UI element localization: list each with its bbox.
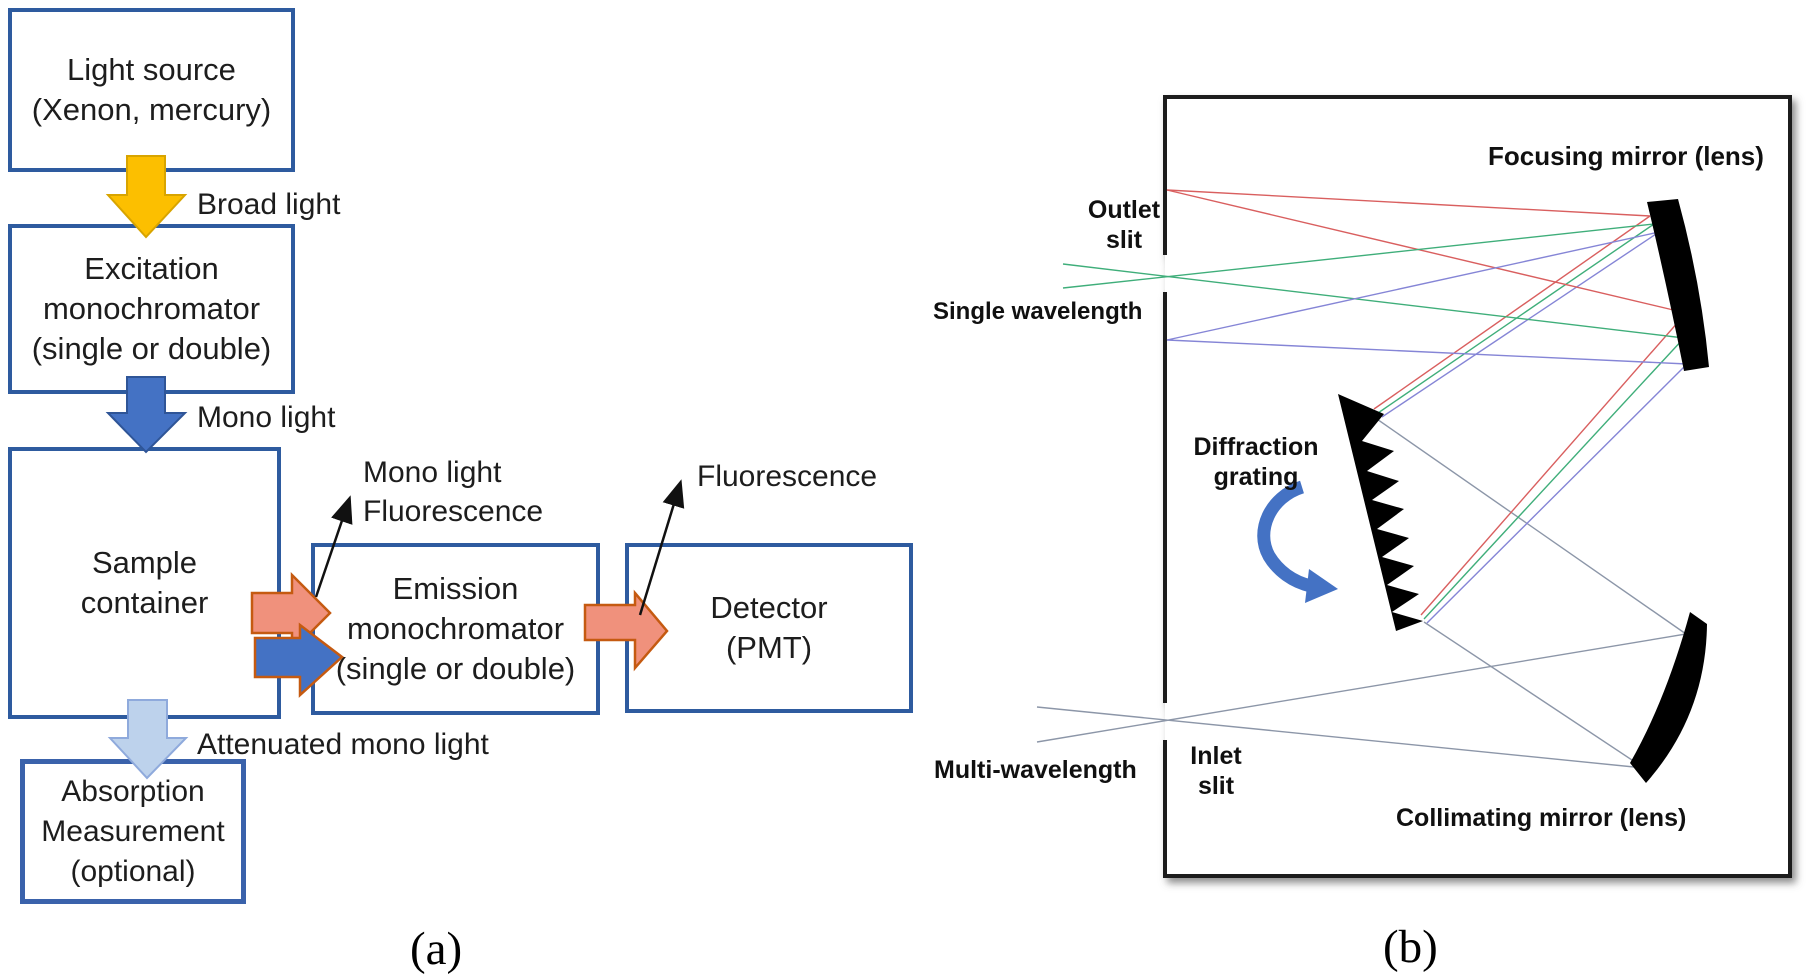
collimating-mirror-label: Collimating mirror (lens) xyxy=(1396,804,1687,832)
single-wavelength-label: Single wavelength xyxy=(933,298,1143,325)
collimated-ray-lower xyxy=(1423,621,1645,769)
absorption-measurement-box: Absorption Measurement (optional) xyxy=(20,759,246,904)
collimated-ray-upper xyxy=(1373,416,1687,635)
absorption-measurement-label: Absorption Measurement (optional) xyxy=(41,774,225,888)
diffracted-green-lower xyxy=(1423,337,1685,620)
diffracted-blue-lower xyxy=(1426,363,1688,624)
panel-b-caption: (b) xyxy=(1383,921,1438,973)
diffracted-green-upper xyxy=(1377,223,1655,414)
excitation-monochromator-box: Excitation monochromator (single or doub… xyxy=(8,224,295,394)
mono-light-label: Mono light xyxy=(197,401,336,434)
rotation-arrow-head xyxy=(1305,569,1338,603)
diffraction-grating-shape xyxy=(1338,394,1423,631)
mono-light-fluorescence-label: Mono light Fluorescence xyxy=(363,456,544,528)
diffracted-rays xyxy=(1373,215,1688,624)
inlet-ray-lower xyxy=(1036,633,1687,743)
focused-red-1 xyxy=(1166,189,1651,217)
light-source-label: Light source (Xenon, mercury) xyxy=(31,52,272,127)
emission-monochromator-box: Emission monochromator (single or double… xyxy=(311,543,600,715)
fluorescence-label: Fluorescence xyxy=(697,460,878,493)
inlet-slit-label: Inlet slit xyxy=(1190,742,1242,800)
sample-container-box: Sample container xyxy=(8,447,281,719)
focusing-mirror-shape xyxy=(1647,199,1709,371)
focused-blue-2 xyxy=(1166,339,1688,365)
grating-rotation-arrow xyxy=(1257,480,1338,603)
emission-monochromator-label: Emission monochromator (single or double… xyxy=(335,571,576,686)
collimating-mirror-shape xyxy=(1630,612,1707,783)
diffracted-blue-upper xyxy=(1381,231,1660,418)
excitation-monochromator-label: Excitation monochromator (single or doub… xyxy=(31,251,272,366)
light-source-box: Light source (Xenon, mercury) xyxy=(8,8,295,172)
rotation-arrow-curve xyxy=(1257,480,1313,593)
diffracted-red-lower xyxy=(1420,312,1687,616)
focused-red-2 xyxy=(1166,189,1687,314)
multi-wavelength-label: Multi-wavelength xyxy=(934,756,1137,784)
diffracted-red-upper xyxy=(1373,215,1651,410)
panel-a-caption: (a) xyxy=(410,923,463,975)
focused-blue-1 xyxy=(1166,231,1660,341)
multi-wavelength-rays xyxy=(1036,416,1687,769)
attenuated-mono-light-label: Attenuated mono light xyxy=(197,728,489,761)
outlet-slit-label: Outlet slit xyxy=(1087,196,1161,254)
diffraction-grating-label: Diffraction grating xyxy=(1193,433,1319,491)
focusing-mirror-label: Focusing mirror (lens) xyxy=(1488,141,1764,171)
broad-light-label: Broad light xyxy=(197,188,341,221)
focused-green-2-through-outlet-slit xyxy=(1062,263,1685,339)
detector-label: Detector (PMT) xyxy=(710,590,828,665)
detector-box: Detector (PMT) xyxy=(625,543,913,713)
sample-container-label: Sample container xyxy=(80,545,209,620)
